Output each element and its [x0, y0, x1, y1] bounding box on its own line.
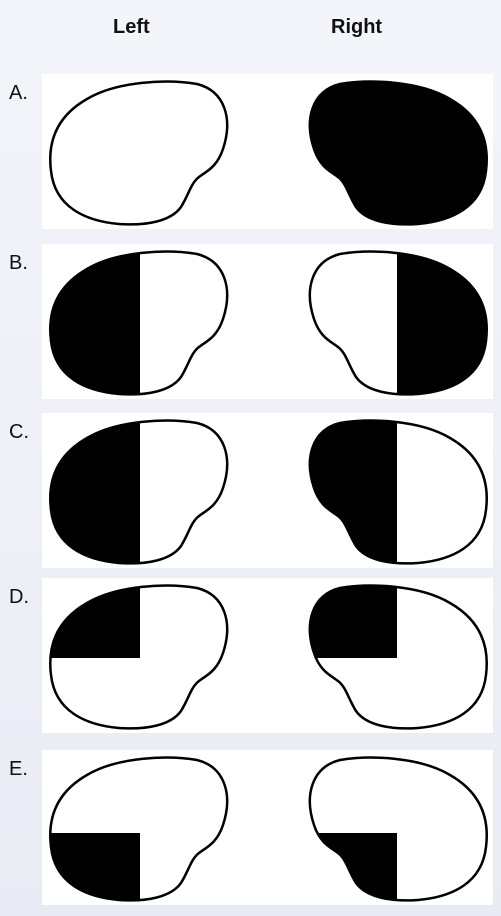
right-brain-shape	[308, 80, 488, 226]
option-diagram	[49, 80, 488, 226]
left-brain-shape	[49, 584, 229, 730]
left-shape-background	[50, 81, 228, 225]
right-shape-outline	[308, 250, 488, 396]
option-c-label: C.	[9, 421, 29, 443]
option-a-panel	[42, 74, 493, 229]
option-c-panel	[42, 413, 493, 568]
option-diagram	[49, 756, 488, 902]
option-e-label: E.	[9, 758, 28, 780]
right-filled-region	[309, 420, 397, 564]
left-shape-outline	[49, 250, 229, 396]
right-brain-shape	[308, 250, 488, 396]
left-brain-shape	[49, 80, 229, 226]
right-brain-shape	[308, 419, 488, 565]
right-filled-region	[309, 81, 487, 225]
right-shape-outline	[308, 419, 488, 565]
left-shape-outline	[49, 80, 229, 226]
right-brain-shape	[308, 756, 488, 902]
option-diagram	[49, 419, 488, 565]
left-shape-outline	[49, 419, 229, 565]
right-shape-background	[309, 757, 487, 901]
option-b-label: B.	[9, 252, 28, 274]
left-brain-shape	[49, 756, 229, 902]
right-brain-shape	[308, 584, 488, 730]
right-shape-outline	[308, 756, 488, 902]
option-diagram	[49, 250, 488, 396]
right-shape-outline	[308, 584, 488, 730]
right-shape-outline	[308, 80, 488, 226]
right-filled-region	[309, 833, 397, 901]
right-filled-region	[309, 585, 397, 658]
option-e-panel	[42, 750, 493, 905]
option-diagram	[49, 584, 488, 730]
option-b-panel	[42, 244, 493, 399]
left-shape-outline	[49, 756, 229, 902]
option-a-label: A.	[9, 82, 28, 104]
option-d-panel	[42, 578, 493, 733]
left-brain-shape	[49, 419, 229, 565]
left-brain-shape	[49, 250, 229, 396]
left-column-header: Left	[113, 16, 150, 38]
option-d-label: D.	[9, 586, 29, 608]
right-column-header: Right	[331, 16, 383, 38]
left-shape-outline	[49, 584, 229, 730]
